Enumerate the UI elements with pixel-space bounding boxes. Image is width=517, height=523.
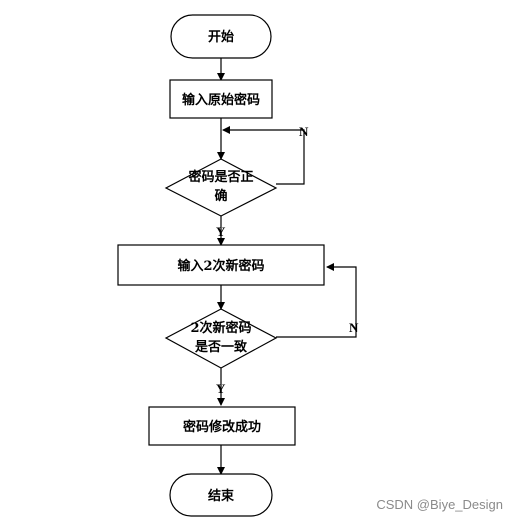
check-match-decision (164, 308, 278, 369)
check-correct-label-line2: 确 (214, 188, 227, 204)
branch-yes-label-1: Y (216, 224, 226, 239)
branch-no-label-1: N (299, 124, 309, 139)
success-label: 密码修改成功 (182, 419, 261, 435)
loop-no-check-correct (222, 126, 305, 185)
watermark: CSDN @Biye_Design (376, 497, 503, 512)
branch-yes-label-2: Y (216, 381, 226, 396)
loop-no-check-match (276, 263, 357, 338)
check-match-label-line2: 是否一致 (194, 339, 248, 355)
start-label: 开始 (208, 29, 234, 45)
input-original-label: 输入原始密码 (182, 92, 260, 108)
check-correct-decision (164, 158, 278, 217)
check-match-label-line1: 2次新密码 (190, 320, 251, 336)
start-terminator (170, 14, 272, 59)
input-original-process (169, 79, 273, 119)
branch-no-label-2: N (349, 320, 359, 335)
success-process (148, 406, 296, 446)
end-terminator (169, 473, 273, 517)
end-label: 结束 (208, 488, 235, 504)
input-new-label: 输入2次新密码 (177, 258, 264, 274)
check-correct-label-line1: 密码是否正 (187, 169, 253, 185)
input-new-process (117, 244, 325, 286)
